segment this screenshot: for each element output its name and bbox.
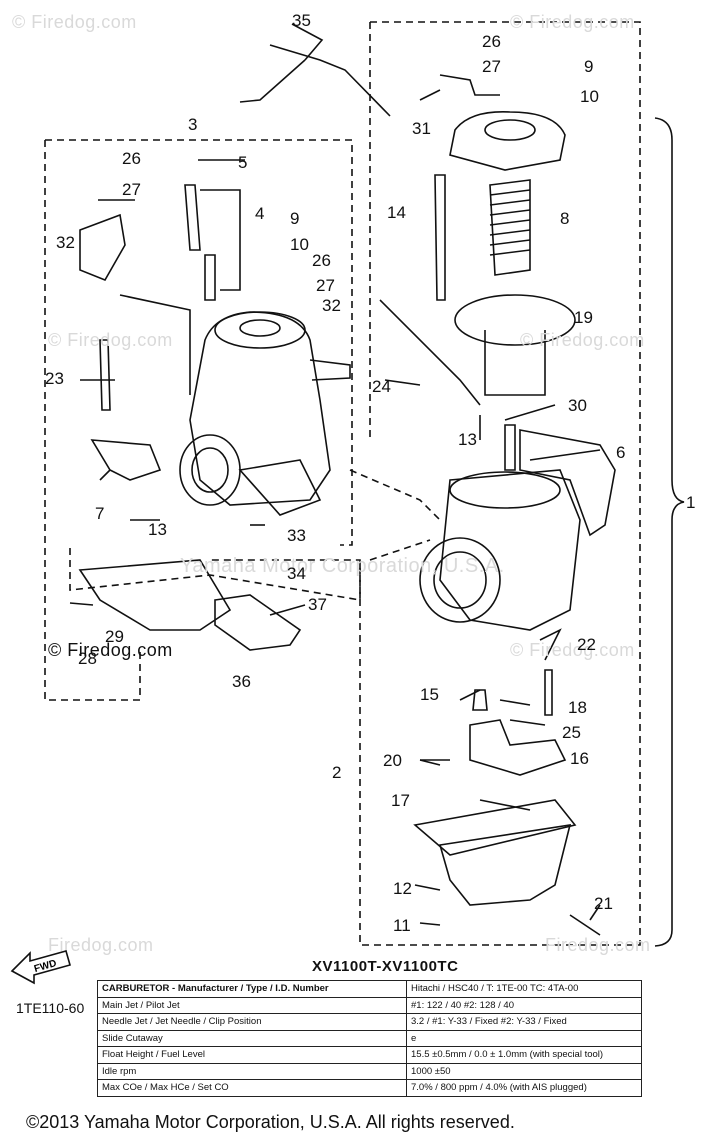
spec-value: Hitachi / HSC40 / T: 1TE-00 TC: 4TA-00 [406, 980, 642, 998]
callout-35: 35 [292, 11, 311, 30]
callout-4: 4 [255, 204, 265, 223]
callout-9b: 9 [290, 209, 300, 228]
callout-20: 20 [383, 751, 402, 770]
callout-18: 18 [568, 698, 587, 717]
callout-25: 25 [562, 723, 581, 742]
spec-key: Needle Jet / Jet Needle / Clip Position [97, 1013, 407, 1031]
callout-11: 11 [393, 916, 411, 935]
table-row: Main Jet / Pilot Jet #1: 122 / 40 #2: 12… [97, 996, 642, 1014]
callout-27c: 27 [316, 276, 335, 295]
spec-value: 3.2 / #1: Y-33 / Fixed #2: Y-33 / Fixed [406, 1013, 642, 1031]
callout-28: 28 [78, 649, 97, 668]
table-row: Float Height / Fuel Level 15.5 ±0.5mm / … [97, 1046, 642, 1064]
callout-8: 8 [560, 209, 570, 228]
callout-26c: 26 [312, 251, 331, 270]
diagram-code: 1TE110-60 [16, 1000, 85, 1016]
spec-key: Idle rpm [97, 1062, 407, 1080]
carburetor-spec-table: CARBURETOR - Manufacturer / Type / I.D. … [97, 980, 642, 1097]
callout-12: 12 [393, 879, 412, 898]
watermark: Firedog.com [545, 935, 651, 955]
callout-27b: 27 [122, 180, 141, 199]
callout-5: 5 [238, 153, 248, 172]
callout-10a: 10 [580, 87, 599, 106]
callout-14: 14 [387, 203, 406, 222]
callout-10b: 10 [290, 235, 309, 254]
callout-29: 29 [105, 627, 124, 646]
spec-key: Slide Cutaway [97, 1029, 407, 1047]
spec-value: e [406, 1029, 642, 1047]
callout-1: 1 [686, 493, 696, 512]
callout-21: 21 [594, 894, 613, 913]
callout-32b: 32 [322, 296, 341, 315]
callout-22: 22 [577, 635, 596, 654]
spec-key: Float Height / Fuel Level [97, 1046, 407, 1064]
callout-6: 6 [616, 443, 626, 462]
watermark: © Firedog.com [510, 12, 635, 32]
callout-31: 31 [412, 119, 431, 138]
callout-26b: 26 [122, 149, 141, 168]
watermark: © Firedog.com [12, 12, 137, 32]
spec-key: Main Jet / Pilot Jet [97, 996, 407, 1014]
forward-arrow-icon: FWD [10, 950, 71, 985]
callout-17: 17 [391, 791, 410, 810]
callout-34: 34 [287, 564, 306, 583]
spec-key: CARBURETOR - Manufacturer / Type / I.D. … [97, 980, 407, 998]
callout-33: 33 [287, 526, 306, 545]
spec-value: 1000 ±50 [406, 1062, 642, 1080]
callout-2: 2 [332, 763, 342, 782]
callout-9a: 9 [584, 57, 594, 76]
callout-13a: 13 [148, 520, 167, 539]
model-title: XV1100T-XV1100TC [312, 958, 459, 975]
callout-36: 36 [232, 672, 251, 691]
callout-16: 16 [570, 749, 589, 768]
table-row: Needle Jet / Jet Needle / Clip Position … [97, 1013, 642, 1031]
callout-32a: 32 [56, 233, 75, 252]
callout-7: 7 [95, 504, 105, 523]
watermark: Yamaha Motor Corporation, U.S.A. [180, 555, 505, 577]
copyright-notice: ©2013 Yamaha Motor Corporation, U.S.A. A… [26, 1112, 515, 1132]
watermark: Firedog.com [48, 935, 154, 955]
callout-19: 19 [574, 308, 593, 327]
spec-value: 15.5 ±0.5mm / 0.0 ± 1.0mm (with special … [406, 1046, 642, 1064]
callout-3: 3 [188, 115, 198, 134]
callout-15: 15 [420, 685, 439, 704]
watermark: © Firedog.com [520, 330, 645, 350]
callout-27a: 27 [482, 57, 501, 76]
watermark: © Firedog.com [48, 640, 173, 660]
callout-13b: 13 [458, 430, 477, 449]
exploded-parts-diagram [44, 21, 685, 947]
callout-26a: 26 [482, 32, 501, 51]
table-row: CARBURETOR - Manufacturer / Type / I.D. … [97, 980, 642, 998]
spec-value: 7.0% / 800 ppm / 4.0% (with AIS plugged) [406, 1079, 642, 1097]
table-row: Idle rpm 1000 ±50 [97, 1062, 642, 1080]
table-row: Slide Cutaway e [97, 1029, 642, 1047]
callout-30: 30 [568, 396, 587, 415]
callout-37: 37 [308, 595, 327, 614]
table-row: Max COe / Max HCe / Set CO 7.0% / 800 pp… [97, 1079, 642, 1097]
watermark: © Firedog.com [510, 640, 635, 660]
callout-23: 23 [45, 369, 64, 388]
watermark: © Firedog.com [48, 330, 173, 350]
spec-key: Max COe / Max HCe / Set CO [97, 1079, 407, 1097]
spec-value: #1: 122 / 40 #2: 128 / 40 [406, 996, 642, 1014]
callout-24: 24 [372, 377, 391, 396]
